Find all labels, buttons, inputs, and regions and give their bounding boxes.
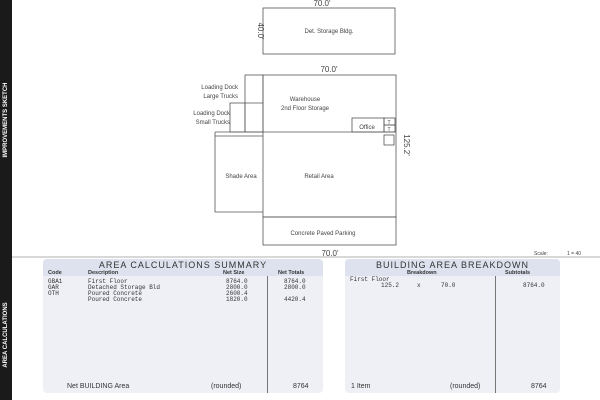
parking-label: Concrete Paved Parking [290,231,355,237]
t-label: T [387,120,390,126]
area-summary-panel: AREA CALCULATIONS SUMMARY Code Descripti… [43,259,323,393]
loading-dock-large [244,74,264,133]
summary-title: AREA CALCULATIONS SUMMARY [98,260,268,270]
dim-width: 70.0 [441,282,456,289]
breakdown-item: First Floor [350,276,390,283]
loading-large-label: Large Trucks [203,94,238,100]
loading-small-label: Loading Dock [193,111,231,117]
dim-length: 125.2 [381,282,400,289]
warehouse-label: Warehouse [290,97,321,103]
warehouse-label: 2nd Floor Storage [281,106,330,112]
t-label: T [387,127,390,133]
col-header: Description [88,270,119,276]
main-depth-label: 125.2' [402,134,411,156]
breakdown-title: BUILDING AREA BREAKDOWN [375,260,530,270]
bottom-width-label: 70.0' [321,249,339,258]
retail-label: Retail Area [304,174,334,180]
storage-building [262,7,396,55]
storage-width-label: 70.0' [313,0,331,8]
office-label: Office [359,125,375,131]
shade-area [214,132,263,213]
dim-operator: x [417,282,421,289]
col-header: Subtotals [505,270,531,276]
rounded-label: (rounded) [450,383,481,390]
shade-label: Shade Area [225,174,257,180]
col-header: Code [48,270,62,276]
col-header: Breakdown [407,270,437,276]
scale-value: 1 = 40 [567,251,581,257]
main-building [262,74,397,218]
subtotal: 8764.0 [523,282,545,289]
loading-dock-small [229,102,246,133]
loading-small-label: Small Trucks [196,120,230,126]
net-building-value: 8764 [293,383,309,390]
col-header: Net Size [223,270,245,276]
rounded-label: (rounded) [211,383,242,390]
main-width-label: 70.0' [320,65,338,74]
net-building-label: Net BUILDING Area [67,383,130,390]
parking-area [262,216,397,246]
scale-label: Scale: [534,251,548,257]
breakdown-total: 8764 [531,383,547,390]
item-count: 1 Item [351,383,371,390]
side-strip: IMPROVEMENTS SKETCH AREA CALCULATIONS [0,0,12,400]
area-breakdown-panel: BUILDING AREA BREAKDOWN Breakdown Subtot… [345,259,560,393]
storage-depth-label: 40.0' [256,22,265,40]
loading-large-label: Loading Dock [201,85,239,91]
storage-label: Det. Storage Bldg. [304,29,353,35]
col-header: Net Totals [278,270,305,276]
